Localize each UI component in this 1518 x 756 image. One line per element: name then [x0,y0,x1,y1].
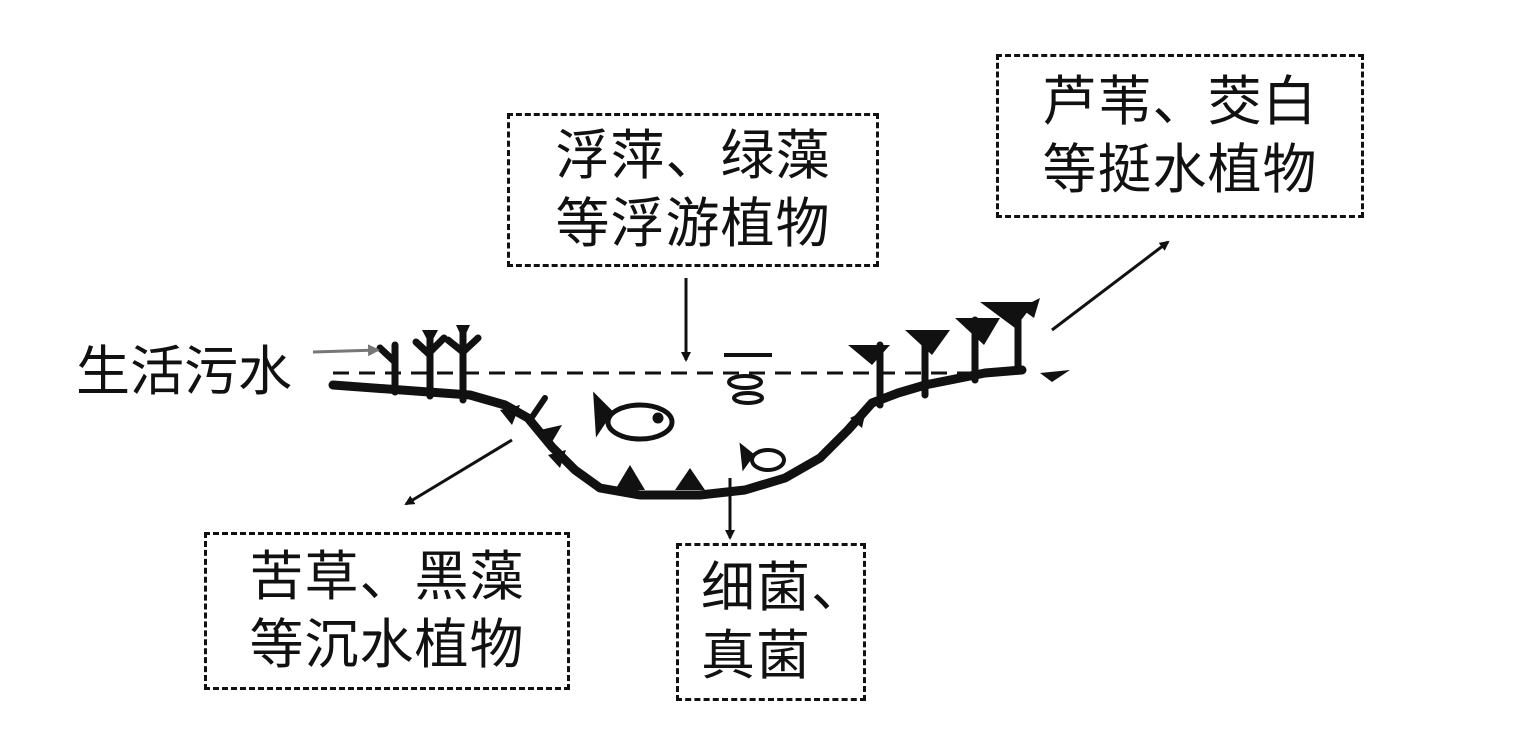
floating-plants-line-1: 浮萍、绿藻 [555,124,831,187]
pond-basin [328,365,1027,500]
microbes-box: 细菌、 真菌 [676,543,866,701]
submerged-plants [527,395,705,490]
arrow-submerged [404,438,513,506]
emergent-plants-line-1: 芦苇、茭白 [1042,70,1318,133]
surface-organisms [724,353,772,405]
fish-large [593,391,675,442]
fish-small [739,442,786,472]
emergent-plants-box: 芦苇、茭白 等挺水植物 [996,54,1364,218]
sewage-label: 生活污水 [76,340,292,403]
microbes-line-2: 真菌 [701,624,811,687]
submerged-plants-line-1: 苦草、黑藻 [249,545,525,608]
emergent-plants-line-2: 等挺水植物 [1042,138,1318,201]
right-bank-plants [848,298,1070,428]
submerged-plants-line-2: 等沉水植物 [249,613,525,676]
submerged-plants-box: 苦草、黑藻 等沉水植物 [204,532,570,690]
floating-plants-box: 浮萍、绿藻 等浮游植物 [507,113,879,267]
microbes-line-1: 细菌、 [701,556,866,619]
floating-plants-line-2: 等浮游植物 [555,192,831,255]
arrow-emergent [1051,240,1170,332]
left-bank-plants [376,325,520,425]
arrow-sewage-in [312,344,380,357]
